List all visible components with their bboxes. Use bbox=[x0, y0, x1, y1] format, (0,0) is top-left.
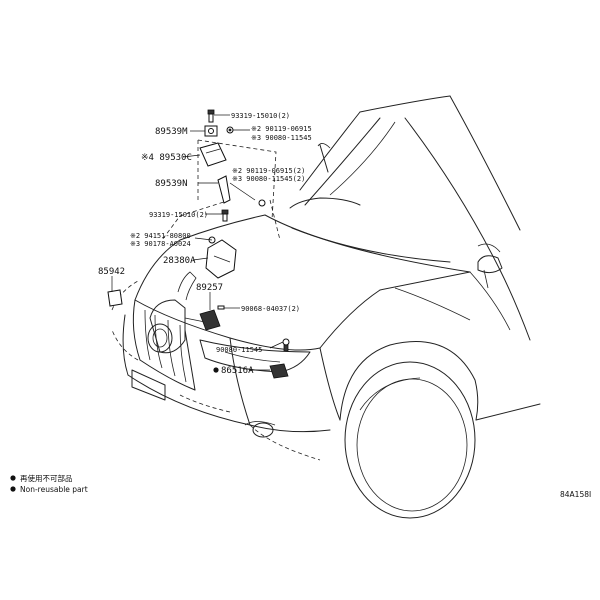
car-outline bbox=[111, 95, 541, 519]
part-86516A-horn bbox=[269, 363, 289, 379]
label-bolt-lower: 93319-15010(2) bbox=[149, 211, 208, 219]
leader-lines bbox=[111, 114, 284, 371]
label-85942: 85942 bbox=[98, 267, 125, 277]
label-90080-c: 90080-11545 bbox=[216, 346, 262, 354]
legend: 再使用不可部品 Non-reusable part bbox=[10, 473, 88, 494]
label-bolt-top: 93319-15010(2) bbox=[231, 112, 290, 120]
label-90080-a: ※3 90080-11545 bbox=[251, 134, 312, 142]
label-89539M: 89539M bbox=[155, 127, 188, 137]
legend-line-2: Non-reusable part bbox=[20, 485, 88, 494]
non-reusable-marker-icon bbox=[213, 367, 219, 373]
label-90119-a: ※2 90119-06915 bbox=[251, 125, 312, 133]
part-bolt-lower bbox=[221, 209, 229, 222]
label-90068: 90068-04037(2) bbox=[241, 305, 300, 313]
label-90178: ※3 90178-A0024 bbox=[130, 240, 191, 248]
part-89539N-rod bbox=[217, 175, 266, 207]
part-89539M-bracket bbox=[204, 125, 218, 137]
label-89539N: 89539N bbox=[155, 179, 188, 189]
legend-bullet-icon bbox=[10, 475, 16, 481]
label-90119-b: ※2 90119-06915(2) bbox=[232, 167, 305, 175]
label-28380A: 28380A bbox=[163, 256, 196, 266]
figure-code: 84A158I bbox=[560, 490, 591, 499]
part-90080-clip bbox=[282, 338, 290, 352]
part-bolt-top bbox=[207, 109, 215, 123]
part-28380A-actuator bbox=[205, 236, 237, 279]
legend-line-1: 再使用不可部品 bbox=[20, 473, 73, 483]
legend-bullet-icon bbox=[10, 486, 16, 492]
label-90080-b: ※3 90080-11545(2) bbox=[232, 175, 305, 183]
part-89257-sensor bbox=[199, 305, 225, 331]
part-85942-cap bbox=[107, 289, 123, 307]
part-clip-90119-a bbox=[226, 126, 234, 134]
part-89530C-ecu bbox=[199, 142, 227, 167]
label-86516A: 86516A bbox=[221, 366, 254, 376]
label-89257: 89257 bbox=[196, 283, 223, 293]
label-94151: ※2 94151-80800 bbox=[130, 232, 191, 240]
label-89530C: ※4 89530C bbox=[141, 153, 192, 163]
